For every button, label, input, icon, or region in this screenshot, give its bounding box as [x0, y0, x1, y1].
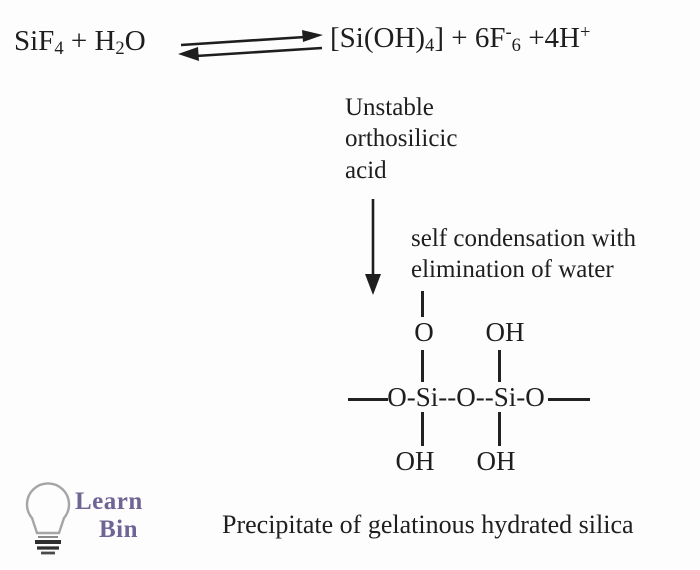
- bond-line-right-end: [548, 398, 590, 401]
- unstable-label: Unstable orthosilicic acid: [345, 94, 458, 184]
- reactant-o: O: [124, 25, 146, 57]
- bond-line-si-oh-right: [498, 412, 501, 446]
- product-h-sup: +: [580, 21, 591, 43]
- reactant-plus-h: + H: [63, 25, 116, 57]
- si-o-chain: O-Si--O--Si-O: [387, 382, 545, 412]
- atom-label-oh-top: OH: [485, 317, 525, 347]
- atom-label-o-top: O: [414, 317, 434, 347]
- learnbin-logo: Learn Bin: [18, 472, 148, 560]
- bond-line-oh-si: [498, 350, 501, 382]
- reactant-si-sub: 4: [54, 38, 64, 60]
- product-formula: [Si(OH)4] + 6F-6 +4H+: [330, 21, 591, 57]
- product-plus-h: +4H: [520, 22, 580, 54]
- bond-line-top: [421, 291, 424, 317]
- atom-label-oh-bottom-left: OH: [395, 446, 435, 476]
- caption: Precipitate of gelatinous hydrated silic…: [222, 510, 634, 539]
- bond-line-o-si: [421, 350, 424, 382]
- product-si-sub: 4: [425, 35, 435, 57]
- bond-line-si-oh-left: [421, 412, 424, 446]
- reactant-formula: SiF4 + H2O: [14, 25, 146, 60]
- reactant-h-sub: 2: [115, 38, 125, 60]
- product-plus-f: ] + 6F: [434, 22, 506, 54]
- reactant-si: SiF: [14, 25, 55, 57]
- equilibrium-arrows-icon: [178, 30, 323, 61]
- product-f-sub: 6: [511, 35, 521, 57]
- down-arrow-icon: [365, 199, 381, 295]
- atom-label-oh-bottom-right: OH: [476, 446, 516, 476]
- product-f-sup: -: [505, 21, 512, 43]
- condensation-label: self condensation with elimination of wa…: [411, 225, 636, 284]
- lightbulb-icon: [25, 482, 71, 555]
- logo-text-bin: Bin: [99, 516, 139, 543]
- bond-line-left-end: [348, 398, 388, 401]
- product-si-oh: [Si(OH): [330, 22, 426, 54]
- logo-text-learn: Learn: [75, 488, 143, 515]
